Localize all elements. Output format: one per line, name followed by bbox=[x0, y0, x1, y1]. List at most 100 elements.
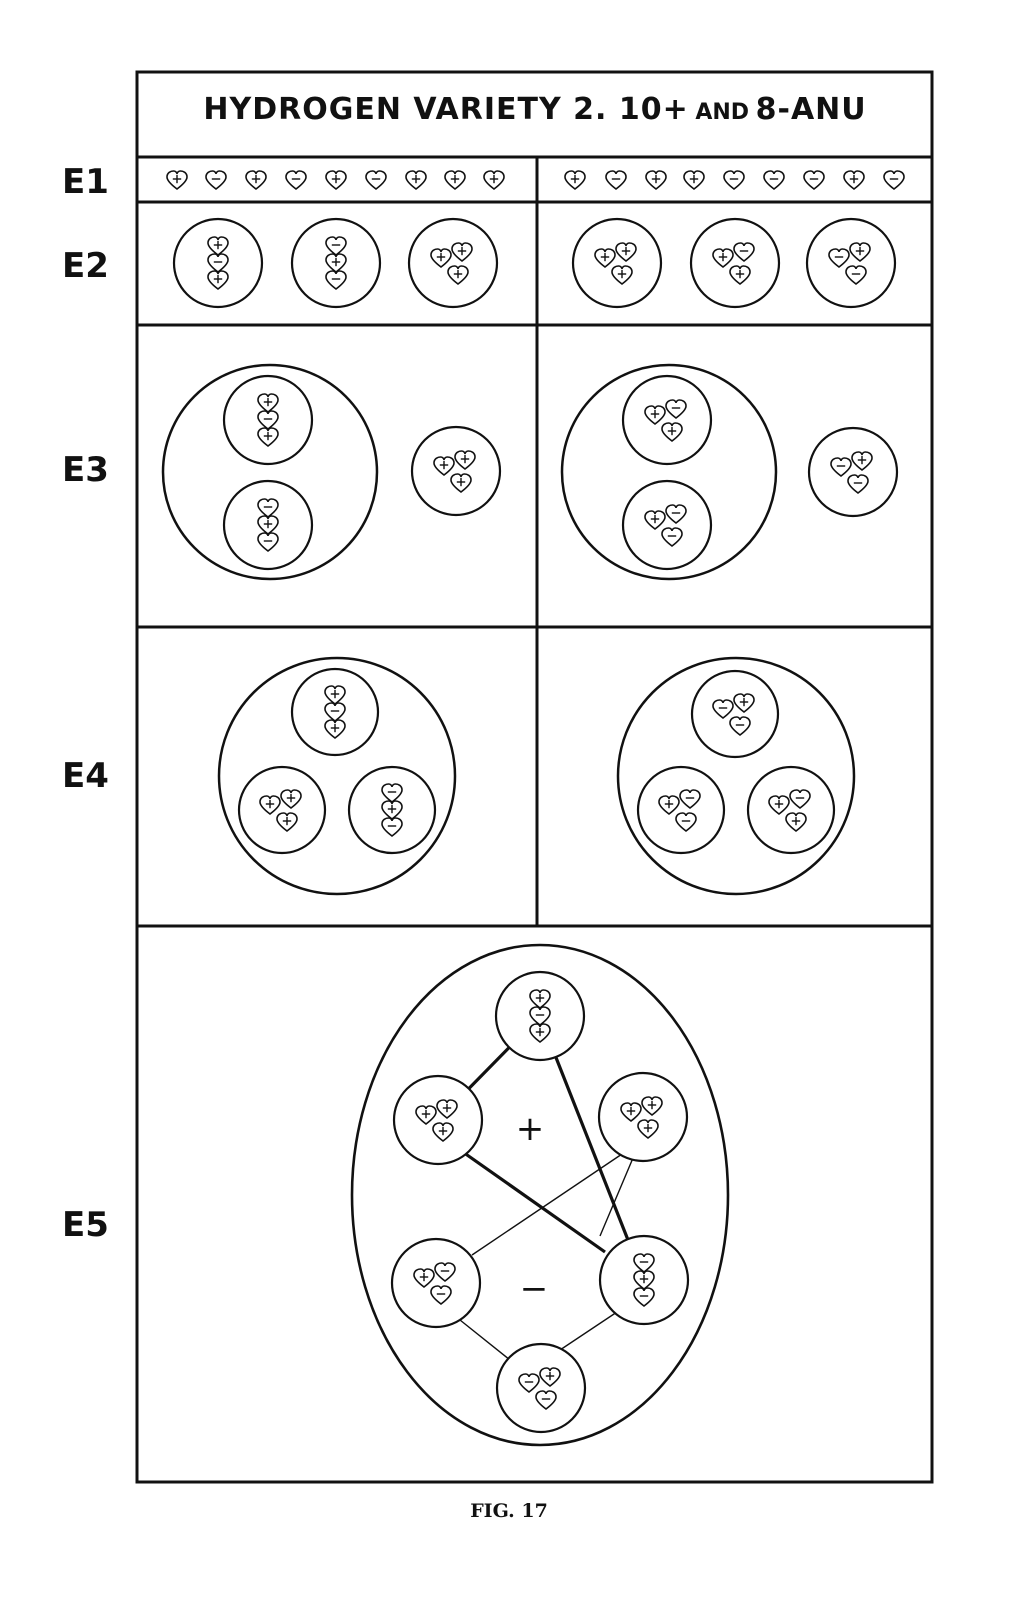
negative-anu-icon bbox=[381, 783, 403, 804]
positive-anu-icon bbox=[785, 812, 807, 833]
positive-anu-icon bbox=[641, 1096, 663, 1117]
title-part-3: 8-ANU bbox=[755, 92, 867, 127]
e5-group-circle bbox=[392, 1074, 484, 1166]
negative-anu-icon bbox=[605, 170, 627, 191]
positive-anu-icon bbox=[645, 170, 667, 191]
thick-connector bbox=[459, 1148, 606, 1254]
positive-anu-icon bbox=[658, 795, 680, 816]
e4-inner-circle bbox=[347, 765, 437, 855]
positive-anu-icon bbox=[432, 1122, 454, 1143]
e4-inner-circle bbox=[746, 765, 836, 855]
negative-anu-icon bbox=[665, 504, 687, 525]
level-label-e4: E4 bbox=[62, 756, 109, 796]
positive-anu-icon bbox=[637, 1119, 659, 1140]
positive-anu-icon bbox=[454, 450, 476, 471]
e2-group-circle bbox=[571, 217, 663, 309]
positive-anu-icon bbox=[768, 795, 790, 816]
negative-anu-icon bbox=[883, 170, 905, 191]
positive-anu-icon bbox=[539, 1367, 561, 1388]
positive-anu-icon bbox=[620, 1102, 642, 1123]
negative-anu-icon bbox=[324, 702, 346, 723]
e2-group-circle bbox=[407, 217, 499, 309]
positive-anu-icon bbox=[405, 170, 427, 191]
figure-caption: FIG. 17 bbox=[470, 1500, 548, 1522]
positive-anu-icon bbox=[733, 693, 755, 714]
thick-connector bbox=[553, 1054, 630, 1241]
negative-anu-icon bbox=[529, 1006, 551, 1027]
level-label-e5: E5 bbox=[62, 1205, 109, 1245]
positive-anu-icon bbox=[280, 789, 302, 810]
outer-frame bbox=[135, 70, 934, 1484]
e4-inner-circle bbox=[237, 765, 327, 855]
positive-half-sign: + bbox=[516, 1109, 545, 1149]
e5-outer-oval bbox=[350, 943, 730, 1447]
positive-anu-icon bbox=[661, 422, 683, 443]
negative-anu-icon bbox=[205, 170, 227, 191]
negative-anu-icon bbox=[257, 532, 279, 553]
positive-anu-icon bbox=[483, 170, 505, 191]
negative-anu-icon bbox=[535, 1390, 557, 1411]
positive-anu-icon bbox=[413, 1268, 435, 1289]
e5-group-circle bbox=[494, 970, 586, 1062]
positive-anu-icon bbox=[166, 170, 188, 191]
level-label-e2: E2 bbox=[62, 246, 109, 286]
positive-anu-icon bbox=[451, 242, 473, 263]
positive-anu-icon bbox=[325, 253, 347, 274]
level-label-e1: E1 bbox=[62, 162, 109, 202]
e5-group-circle bbox=[390, 1237, 482, 1329]
e4-large-circle bbox=[616, 656, 856, 896]
negative-anu-icon bbox=[285, 170, 307, 191]
e3-small-circle bbox=[807, 426, 899, 518]
positive-anu-icon bbox=[729, 265, 751, 286]
negative-anu-icon bbox=[257, 410, 279, 431]
positive-anu-icon bbox=[433, 456, 455, 477]
positive-anu-icon bbox=[245, 170, 267, 191]
positive-anu-icon bbox=[712, 248, 734, 269]
title-part-2: AND bbox=[695, 100, 750, 125]
diagram-title: HYDROGEN VARIETY 2. 10+ AND 8-ANU bbox=[140, 92, 930, 127]
negative-anu-icon bbox=[830, 457, 852, 478]
negative-anu-icon bbox=[257, 498, 279, 519]
positive-anu-icon bbox=[564, 170, 586, 191]
negative-anu-icon bbox=[430, 1285, 452, 1306]
e3-inner-circle bbox=[621, 479, 713, 571]
thin-connector bbox=[559, 1309, 621, 1351]
negative-anu-icon bbox=[723, 170, 745, 191]
positive-anu-icon bbox=[611, 265, 633, 286]
negative-anu-icon bbox=[847, 474, 869, 495]
positive-anu-icon bbox=[529, 989, 551, 1010]
positive-anu-icon bbox=[447, 265, 469, 286]
e5-group-circle bbox=[597, 1071, 689, 1163]
title-part-1: HYDROGEN VARIETY 2. 10+ bbox=[203, 92, 689, 127]
positive-anu-icon bbox=[325, 170, 347, 191]
negative-anu-icon bbox=[325, 270, 347, 291]
e4-inner-circle bbox=[636, 765, 726, 855]
negative-anu-icon bbox=[633, 1287, 655, 1308]
e4-inner-circle bbox=[290, 667, 380, 757]
negative-anu-icon bbox=[712, 699, 734, 720]
positive-anu-icon bbox=[615, 242, 637, 263]
thin-connector bbox=[471, 1151, 626, 1256]
negative-anu-icon bbox=[763, 170, 785, 191]
positive-anu-icon bbox=[257, 393, 279, 414]
positive-anu-icon bbox=[324, 685, 346, 706]
negative-anu-icon bbox=[845, 265, 867, 286]
positive-anu-icon bbox=[276, 812, 298, 833]
negative-anu-icon bbox=[675, 812, 697, 833]
negative-anu-icon bbox=[633, 1253, 655, 1274]
negative-half-sign: − bbox=[520, 1269, 549, 1309]
negative-anu-icon bbox=[789, 789, 811, 810]
e2-group-circle bbox=[172, 217, 264, 309]
negative-anu-icon bbox=[365, 170, 387, 191]
positive-anu-icon bbox=[324, 719, 346, 740]
positive-anu-icon bbox=[644, 510, 666, 531]
positive-anu-icon bbox=[436, 1099, 458, 1120]
negative-anu-icon bbox=[679, 789, 701, 810]
thin-connector bbox=[599, 1157, 634, 1237]
negative-anu-icon bbox=[325, 236, 347, 257]
e2-group-circle bbox=[689, 217, 781, 309]
positive-anu-icon bbox=[257, 515, 279, 536]
negative-anu-icon bbox=[434, 1262, 456, 1283]
e3-inner-circle bbox=[621, 374, 713, 466]
